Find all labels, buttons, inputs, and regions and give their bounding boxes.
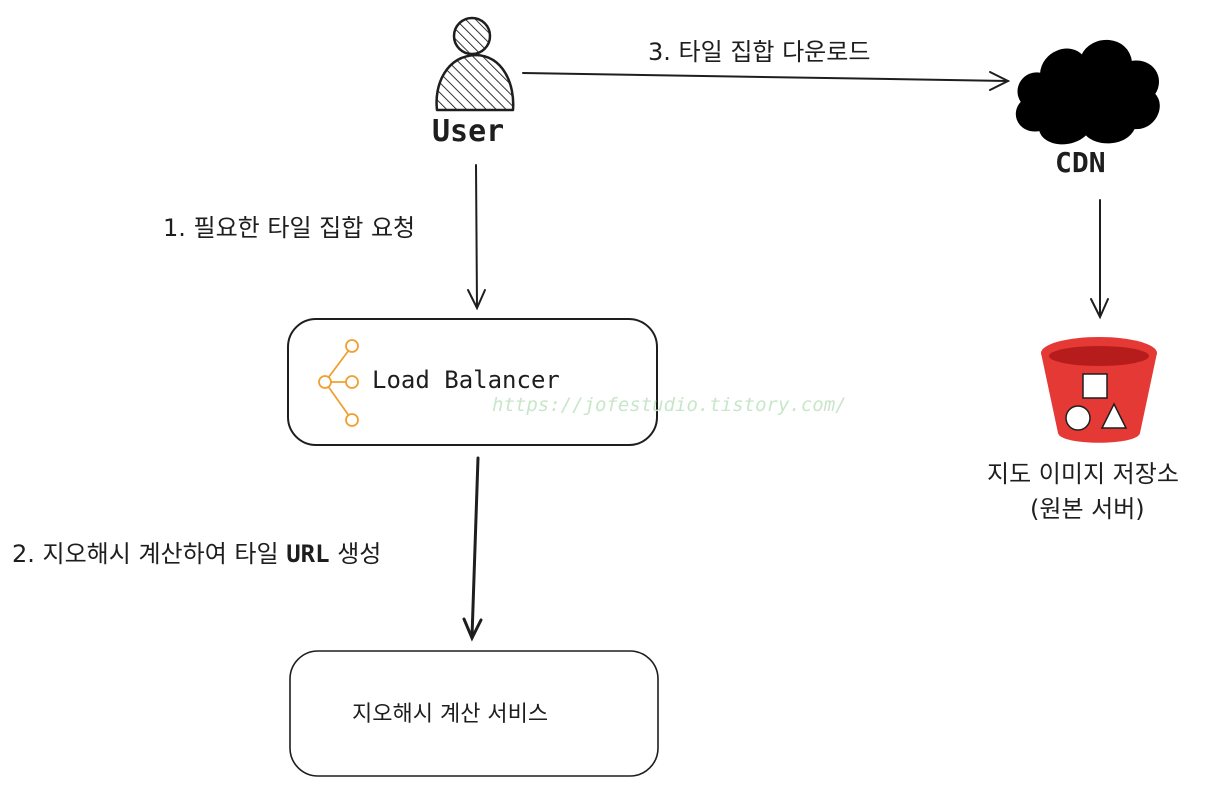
- step2-prefix: 2. 지오해시 계산하여 타일: [12, 540, 287, 568]
- load-balancer-label: Load Balancer: [372, 366, 560, 394]
- load-balancer-icon: [318, 339, 359, 427]
- map-storage-label: 지도 이미지 저장소: [987, 460, 1179, 488]
- watermark: https://jofestudio.tistory.com/: [492, 394, 847, 416]
- user-label: User: [432, 114, 505, 149]
- origin-server-label: (원본 서버): [1030, 495, 1145, 523]
- geohash-service-label: 지오해시 계산 서비스: [352, 702, 549, 727]
- arrow-user-to-cdn: [522, 71, 1011, 91]
- s3-bucket-icon: [1041, 337, 1157, 443]
- step2-url: URL: [286, 540, 330, 568]
- step2-suffix: 생성: [329, 540, 382, 568]
- cdn-label: CDN: [1055, 146, 1106, 179]
- step3-label: 3. 타일 집합 다운로드: [648, 38, 871, 66]
- arrow-lb-to-service: [462, 456, 483, 642]
- person-icon: [435, 16, 515, 112]
- arrow-cdn-to-storage: [1090, 199, 1109, 320]
- step1-label: 1. 필요한 타일 집합 요청: [163, 214, 416, 242]
- cloud-icon: [1015, 40, 1160, 145]
- geohash-service-box: [289, 650, 659, 777]
- step2-label: 2. 지오해시 계산하여 타일 URL 생성: [12, 534, 381, 569]
- arrow-user-to-lb: [467, 164, 486, 311]
- load-balancer-box: [287, 318, 658, 446]
